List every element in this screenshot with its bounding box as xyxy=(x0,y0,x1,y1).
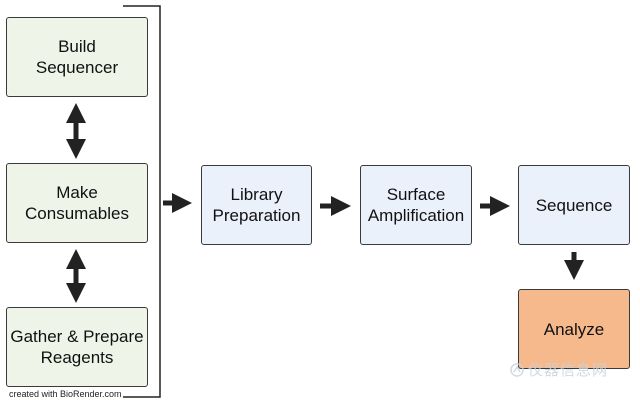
box-surface-amplification: Surface Amplification xyxy=(360,165,472,245)
box-build-sequencer: Build Sequencer xyxy=(6,17,148,97)
biorender-credit: created with BioRender.com xyxy=(9,389,122,399)
watermark: 仪器信息网 xyxy=(510,362,608,380)
box-analyze: Analyze xyxy=(518,289,630,369)
box-gather-prepare-reagents: Gather & Prepare Reagents xyxy=(6,307,148,387)
box-make-consumables: Make Consumables xyxy=(6,163,148,243)
watermark-logo-icon xyxy=(510,363,524,377)
box-library-preparation: Library Preparation xyxy=(201,165,312,245)
box-sequence: Sequence xyxy=(518,165,630,245)
grouping-bracket xyxy=(123,5,161,398)
watermark-text: 仪器信息网 xyxy=(528,362,609,379)
